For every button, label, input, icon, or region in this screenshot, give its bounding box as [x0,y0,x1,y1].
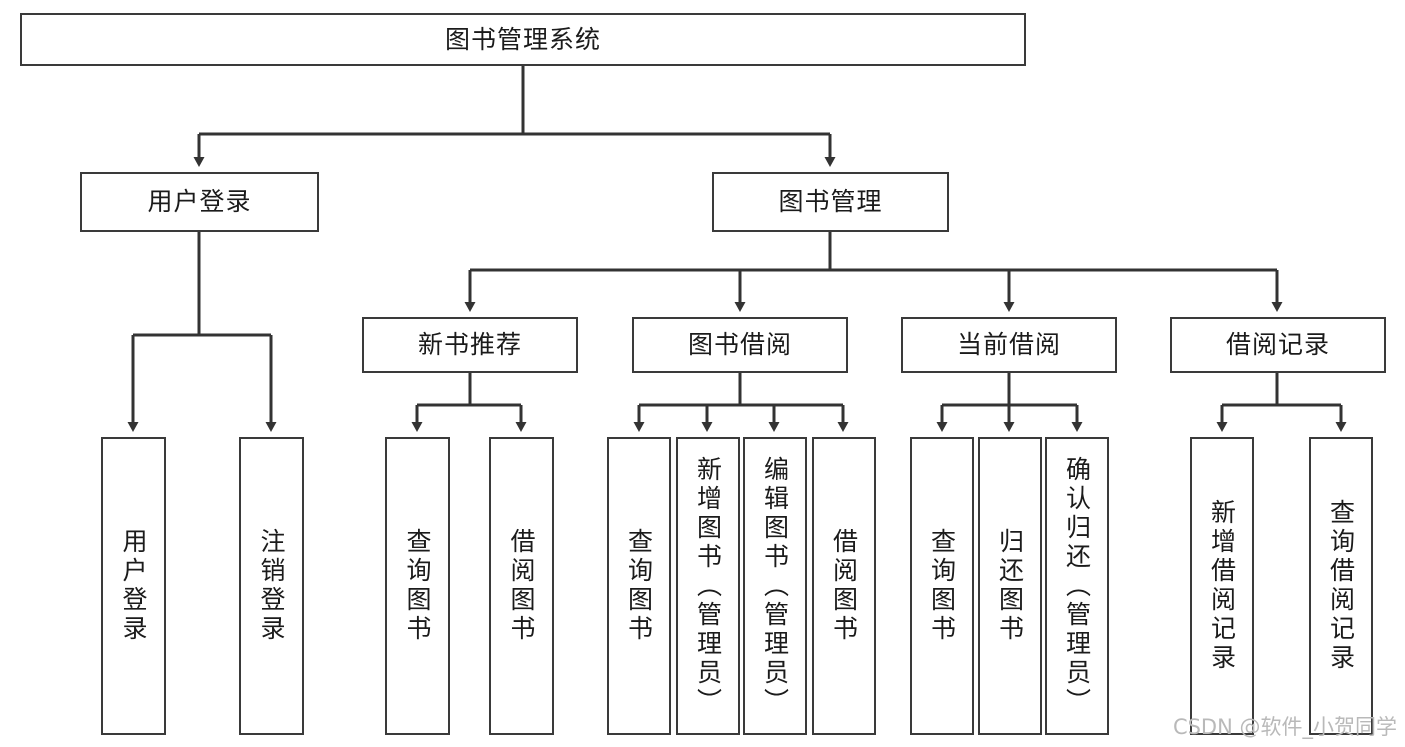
node-label: 当前借阅 [956,330,1061,359]
leaf-current-borrow-confirm-return-admin[interactable]: 确认归还（管理员） [1045,437,1109,735]
node-label: 注销登录 [257,528,286,644]
node-label: 编辑图书（管理员） [760,455,790,717]
node-label: 查询图书 [927,528,957,644]
leaf-book-borrow-edit-book-admin[interactable]: 编辑图书（管理员） [743,437,807,735]
node-current-borrow[interactable]: 当前借阅 [901,317,1117,373]
leaf-user-login-login[interactable]: 用户登录 [101,437,166,735]
node-label: 图书管理系统 [444,24,601,54]
node-label: 图书借阅 [687,330,792,359]
node-label: 借阅图书 [829,528,859,644]
csdn-watermark: CSDN @软件_小贺同学 [1172,715,1397,739]
node-label: 新增图书（管理员） [693,455,723,717]
leaf-current-borrow-return-book[interactable]: 归还图书 [978,437,1042,735]
node-label: 新增借阅记录 [1207,499,1237,673]
node-label: 查询借阅记录 [1326,499,1356,673]
leaf-user-login-logout[interactable]: 注销登录 [239,437,304,735]
node-book-borrow[interactable]: 图书借阅 [632,317,848,373]
node-label: 借阅图书 [507,528,536,644]
leaf-new-book-borrow-book[interactable]: 借阅图书 [489,437,554,735]
node-user-login[interactable]: 用户登录 [80,172,319,232]
node-label: 查询图书 [624,528,654,644]
node-new-book-recommend[interactable]: 新书推荐 [362,317,578,373]
node-label: 用户登录 [147,187,252,216]
leaf-book-borrow-borrow-book[interactable]: 借阅图书 [812,437,876,735]
node-label: 归还图书 [995,528,1025,644]
node-root-system[interactable]: 图书管理系统 [20,13,1026,66]
leaf-borrow-record-add-record[interactable]: 新增借阅记录 [1190,437,1254,735]
node-book-management[interactable]: 图书管理 [712,172,949,232]
node-label: 新书推荐 [417,330,522,359]
leaf-current-borrow-query-book[interactable]: 查询图书 [910,437,974,735]
leaf-book-borrow-query-book[interactable]: 查询图书 [607,437,671,735]
node-label: 图书管理 [778,187,883,216]
node-borrow-record[interactable]: 借阅记录 [1170,317,1386,373]
node-label: 查询图书 [403,528,432,644]
leaf-new-book-query-book[interactable]: 查询图书 [385,437,450,735]
leaf-book-borrow-add-book-admin[interactable]: 新增图书（管理员） [676,437,740,735]
leaf-borrow-record-query-record[interactable]: 查询借阅记录 [1309,437,1373,735]
node-label: 确认归还（管理员） [1062,455,1092,717]
node-label: 用户登录 [119,528,148,644]
node-label: 借阅记录 [1225,330,1330,359]
